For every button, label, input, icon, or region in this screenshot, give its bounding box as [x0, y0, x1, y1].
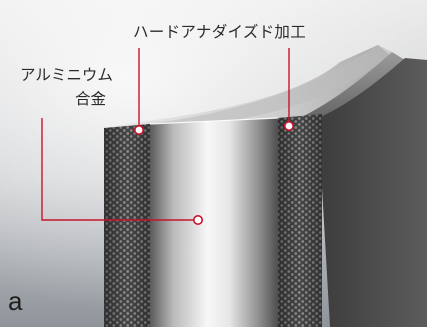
panel-letter: a — [8, 286, 23, 316]
aluminum-core — [150, 118, 278, 327]
leader-markers — [134, 121, 294, 226]
marker-aluminum — [193, 215, 204, 226]
plate-right-face — [318, 58, 427, 327]
marker-hard-left — [134, 125, 145, 136]
marker-hard-right — [283, 121, 294, 132]
label-aluminum-line1: アルミニウム — [20, 66, 113, 84]
label-aluminum-line2: 合金 — [75, 90, 107, 108]
plate-top-edge — [104, 45, 390, 128]
leader-aluminum — [41, 118, 198, 221]
leader-lines — [41, 48, 290, 221]
label-hard-anodized: ハードアナダイズド加工 — [133, 23, 307, 41]
